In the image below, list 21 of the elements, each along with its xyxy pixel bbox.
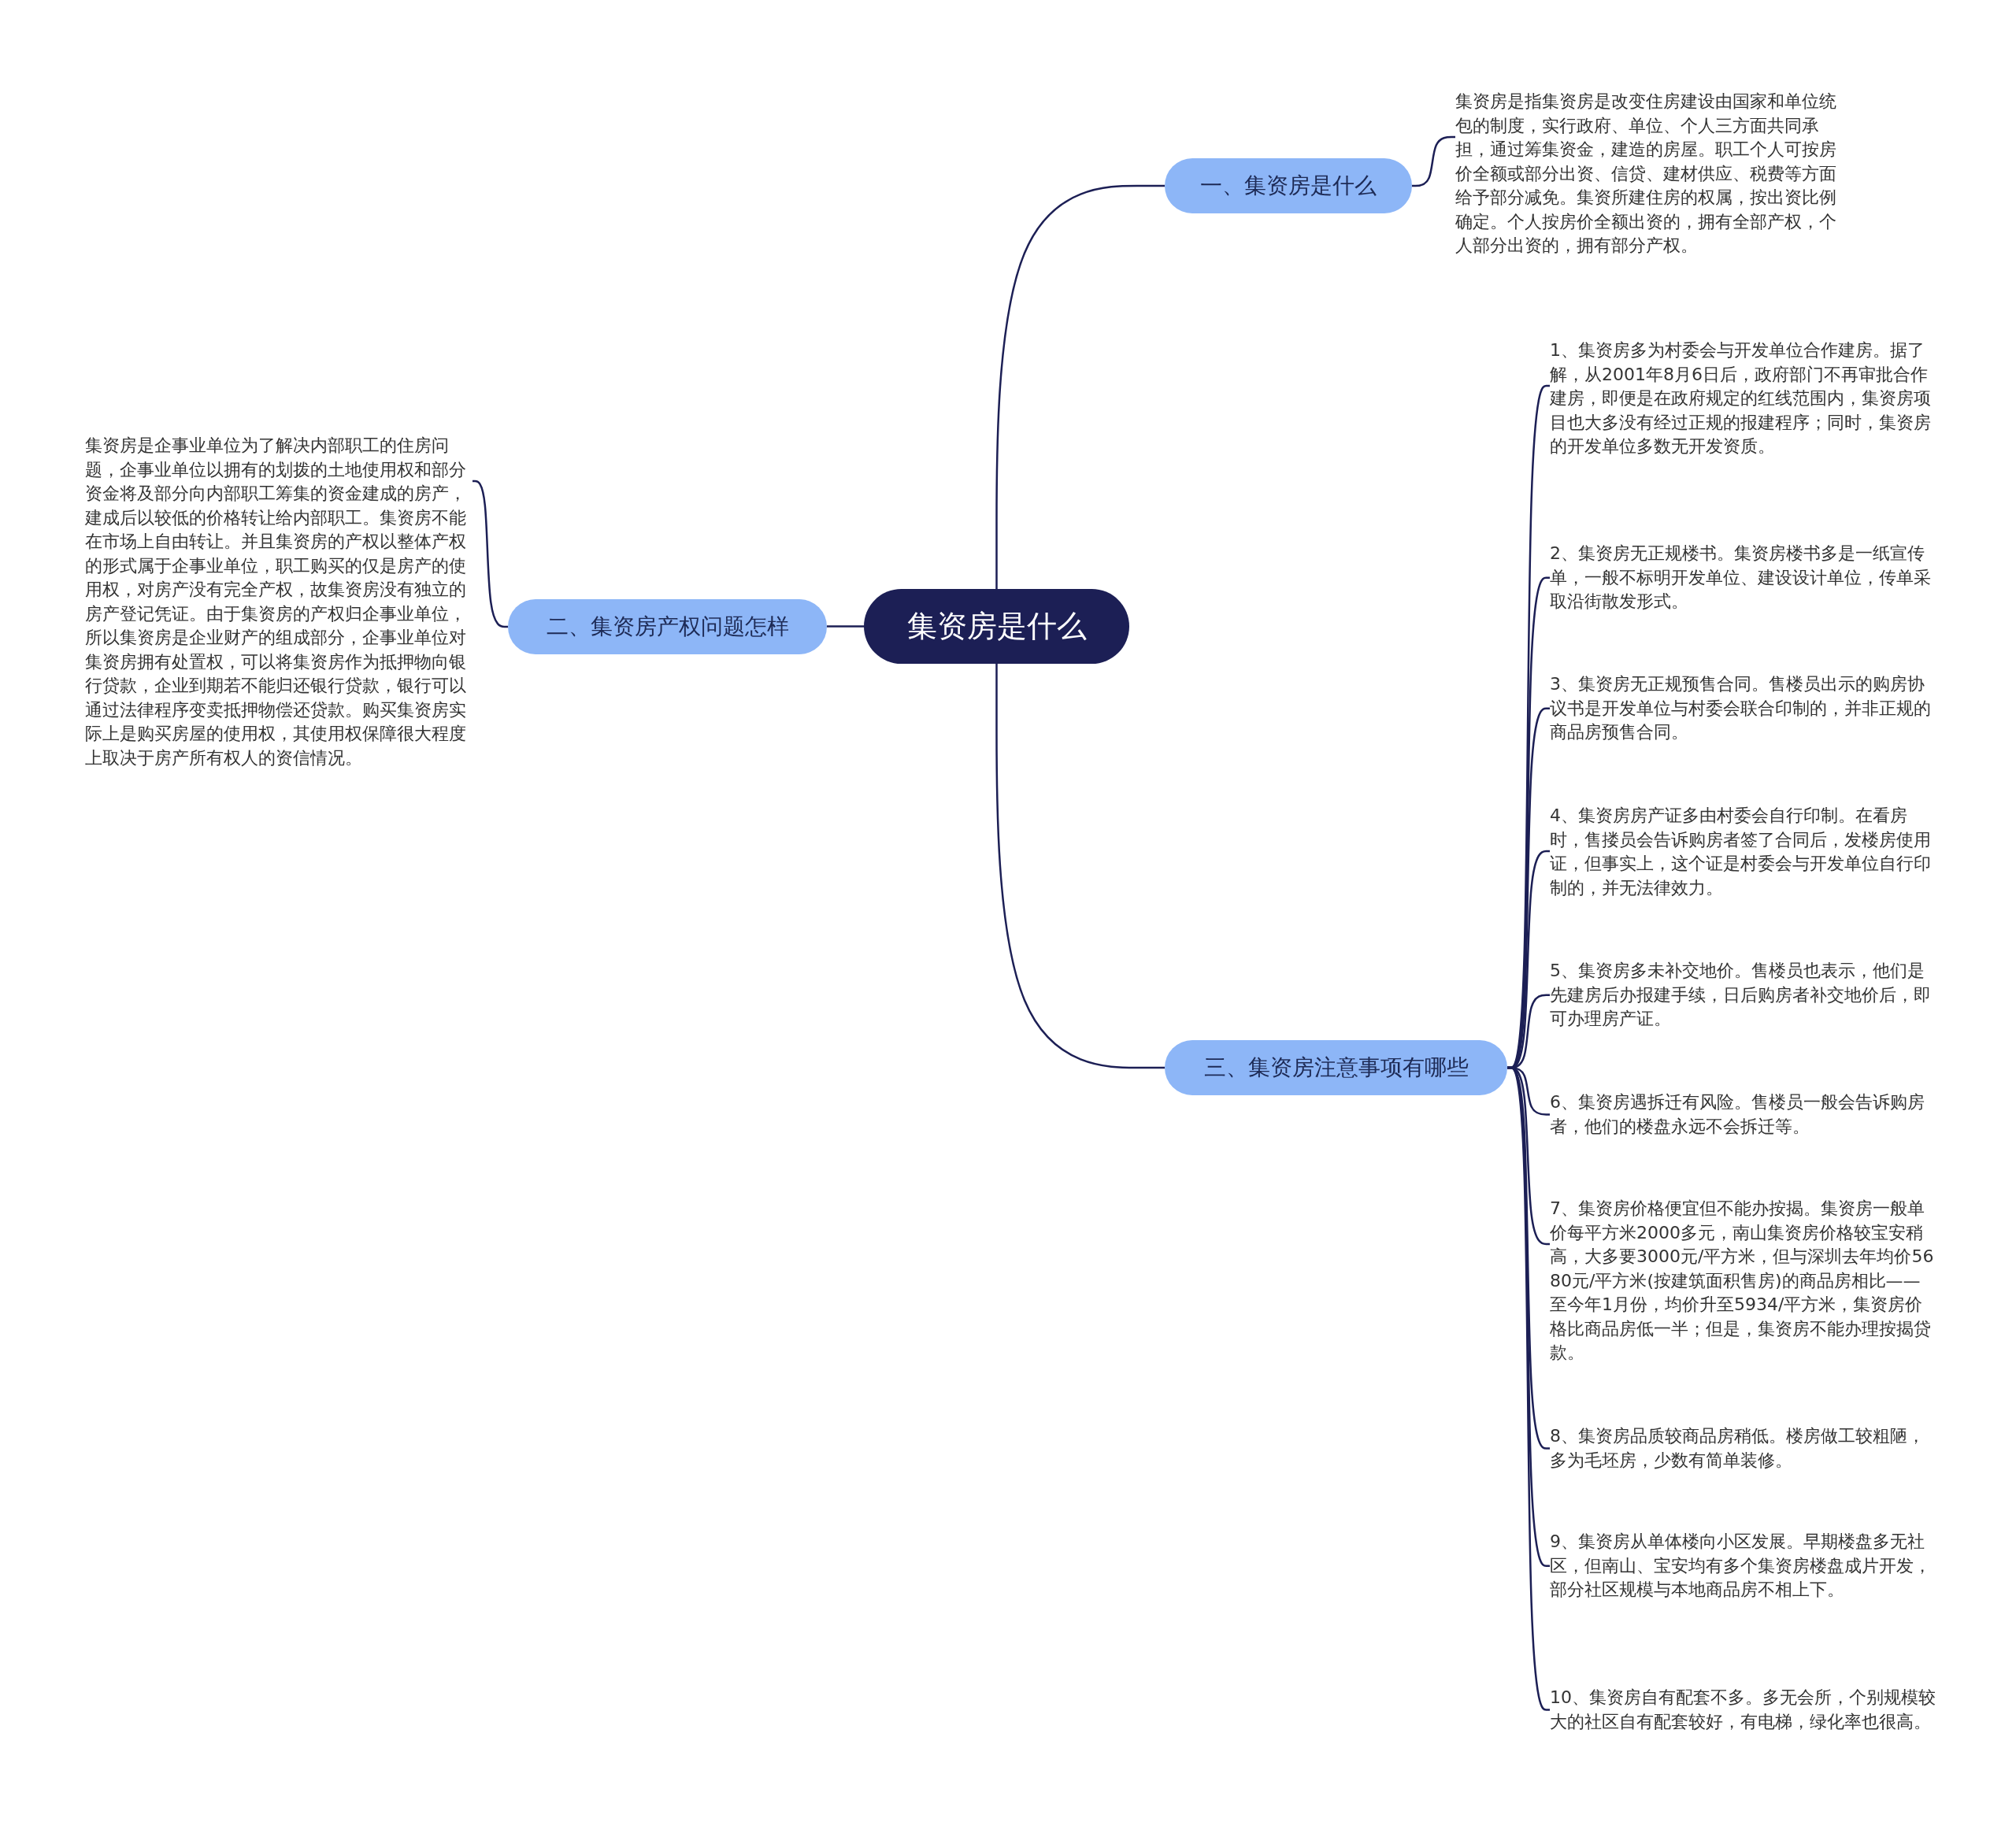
connector-line: [472, 480, 508, 628]
note-text: 8、集资房品质较商品房稍低。楼房做工较粗陋，多为毛坯房，少数有简单装修。: [1550, 1424, 1936, 1472]
note-text: 集资房是企事业单位为了解决内部职工的住房问题，企事业单位以拥有的划拨的土地使用权和部分资金将及部分向内部职工筹集的资金建成的房产，建成后以较低的价格转让给内部职工。集资房不能在市场上自由转让。并且集资房的产权以整体产权的形式属于企事业单位，职工购买的仅是房产的使用权，对房产没有完全产权，故集资房没有独立的房产登记凭证。由于集资房的产权归企事业单位，所以集资房是企业财产的组成部分，企事业单位对集资房拥有处置权，可以将集资房作为抵押物向银行贷款，企业到期若不能归还银行贷款，银行可以通过法律程序变卖抵押物偿还贷款。购买集资房实际上是购买房屋的使用权，其使用权保障很大程度上取决于房产所有权人的资信情况。: [85, 434, 472, 770]
note-text: 5、集资房多未补交地价。售楼员也表示，他们是先建房后办报建手续，日后购房者补交地价后，即可办理房产证。: [1550, 959, 1936, 1031]
note-text: 9、集资房从单体楼向小区发展。早期楼盘多无社区，但南山、宝安均有多个集资房楼盘成片开发，部分社区规模与本地商品房不相上下。: [1550, 1530, 1936, 1602]
note-text: 10、集资房自有配套不多。多无会所，个别规模较大的社区自有配套较好，有电梯，绿化率也很高。: [1550, 1686, 1936, 1734]
note-text: 3、集资房无正规预售合同。售楼员出示的购房协议书是开发单位与村委会联合印制的，并非正规的商品房预售合同。: [1550, 672, 1936, 745]
note-text: 4、集资房房产证多由村委会自行印制。在看房时，售搂员会告诉购房者签了合同后，发楼房使用证，但事实上，这个证是村委会与开发单位自行印制的，并无法律效力。: [1550, 804, 1936, 900]
central-topic: 集资房是什么: [864, 589, 1129, 664]
note-text: 7、集资房价格便宜但不能办按揭。集资房一般单价每平方米2000多元，南山集资房价格较宝安稍高，大多要3000元/平方米，但与深圳去年均价5680元/平方米(按建筑面积售房)的商品房相比——至今年1月份，均价升至5934/平方米，集资房价格比商品房低一半；但是，集资房不能办理按揭贷款。: [1550, 1197, 1936, 1365]
branch-topic: 二、集资房产权问题怎样: [508, 599, 827, 654]
connector-line: [1412, 135, 1455, 187]
note-text: 集资房是指集资房是改变住房建设由国家和单位统包的制度，实行政府、单位、个人三方面共同承担，通过筹集资金，建造的房屋。职工个人可按房价全额或部分出资、信贷、建材供应、税费等方面给予部分减免。集资所建住房的权属，按出资比例确定。个人按房价全额出资的，拥有全部产权，个人部分出资的，拥有部分产权。: [1455, 90, 1841, 258]
connector-line: [995, 184, 1165, 589]
branch-topic: 三、集资房注意事项有哪些: [1165, 1040, 1507, 1095]
note-text: 1、集资房多为村委会与开发单位合作建房。据了解，从2001年8月6日后，政府部门不再审批合作建房，即便是在政府规定的红线范围内，集资房项目也大多没有经过正规的报建程序；同时，集资房的开发单位多数无开发资质。: [1550, 339, 1936, 459]
connector-line: [995, 664, 1165, 1069]
branch-topic: 一、集资房是什么: [1165, 158, 1412, 213]
connector-line: [827, 625, 864, 628]
note-text: 6、集资房遇拆迁有风险。售楼员一般会告诉购房者，他们的楼盘永远不会拆迁等。: [1550, 1091, 1936, 1139]
note-text: 2、集资房无正规楼书。集资房楼书多是一纸宣传单，一般不标明开发单位、建设设计单位，传单采取沿街散发形式。: [1550, 542, 1936, 614]
